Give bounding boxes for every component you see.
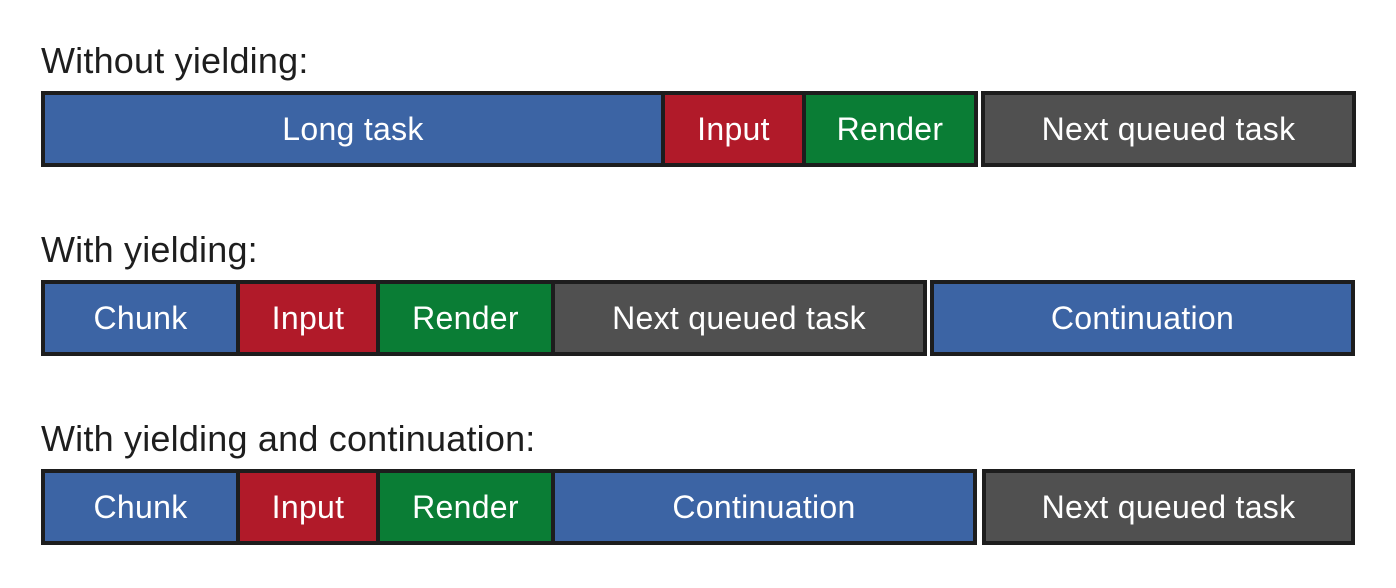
- segment-label: Chunk: [93, 300, 188, 336]
- segment-label: Long task: [282, 111, 424, 147]
- task-segment-input: Input: [661, 91, 806, 167]
- segment-label: Input: [697, 111, 770, 147]
- section-with-yielding-and-continuation: With yielding and continuation: Chunk Inp…: [41, 418, 1396, 545]
- segment-label: Next queued task: [1041, 489, 1296, 525]
- task-segment-chunk: Chunk: [41, 280, 240, 356]
- segment-label: Render: [412, 489, 519, 525]
- task-segment-input: Input: [236, 280, 380, 356]
- task-segment-next-queued-task: Next queued task: [982, 469, 1355, 545]
- segment-label: Continuation: [1050, 300, 1235, 336]
- task-segment-next-queued-task: Next queued task: [551, 280, 927, 356]
- segment-label: Continuation: [672, 489, 856, 525]
- task-segment-long-task: Long task: [41, 91, 665, 167]
- task-bar: Chunk Input Render Next queued task Continua…: [41, 280, 1355, 356]
- task-segment-continuation: Continuation: [930, 280, 1355, 356]
- task-segment-chunk: Chunk: [41, 469, 240, 545]
- row-label: With yielding:: [41, 229, 258, 270]
- segment-label: Render: [412, 300, 519, 336]
- row-label: Without yielding:: [41, 40, 309, 81]
- row-label: With yielding and continuation:: [41, 418, 536, 459]
- segment-label: Next queued task: [612, 300, 866, 336]
- section-with-yielding: With yielding: Chunk Input Render Next queu…: [41, 229, 1396, 356]
- segment-label: Render: [836, 111, 944, 147]
- task-segment-render: Render: [376, 280, 555, 356]
- section-without-yielding: Without yielding: Long task Input Render Ne…: [41, 40, 1396, 167]
- task-segment-input: Input: [236, 469, 380, 545]
- task-segment-next-queued-task: Next queued task: [981, 91, 1356, 167]
- task-bar: Chunk Input Render Continuation Next queued …: [41, 469, 1355, 545]
- segment-label: Input: [271, 489, 345, 525]
- task-segment-render: Render: [802, 91, 978, 167]
- task-bar: Long task Input Render Next queued task: [41, 91, 1356, 167]
- segment-label: Input: [271, 300, 345, 336]
- task-segment-continuation: Continuation: [551, 469, 977, 545]
- segment-label: Chunk: [93, 489, 188, 525]
- task-segment-render: Render: [376, 469, 555, 545]
- segment-label: Next queued task: [1041, 111, 1296, 147]
